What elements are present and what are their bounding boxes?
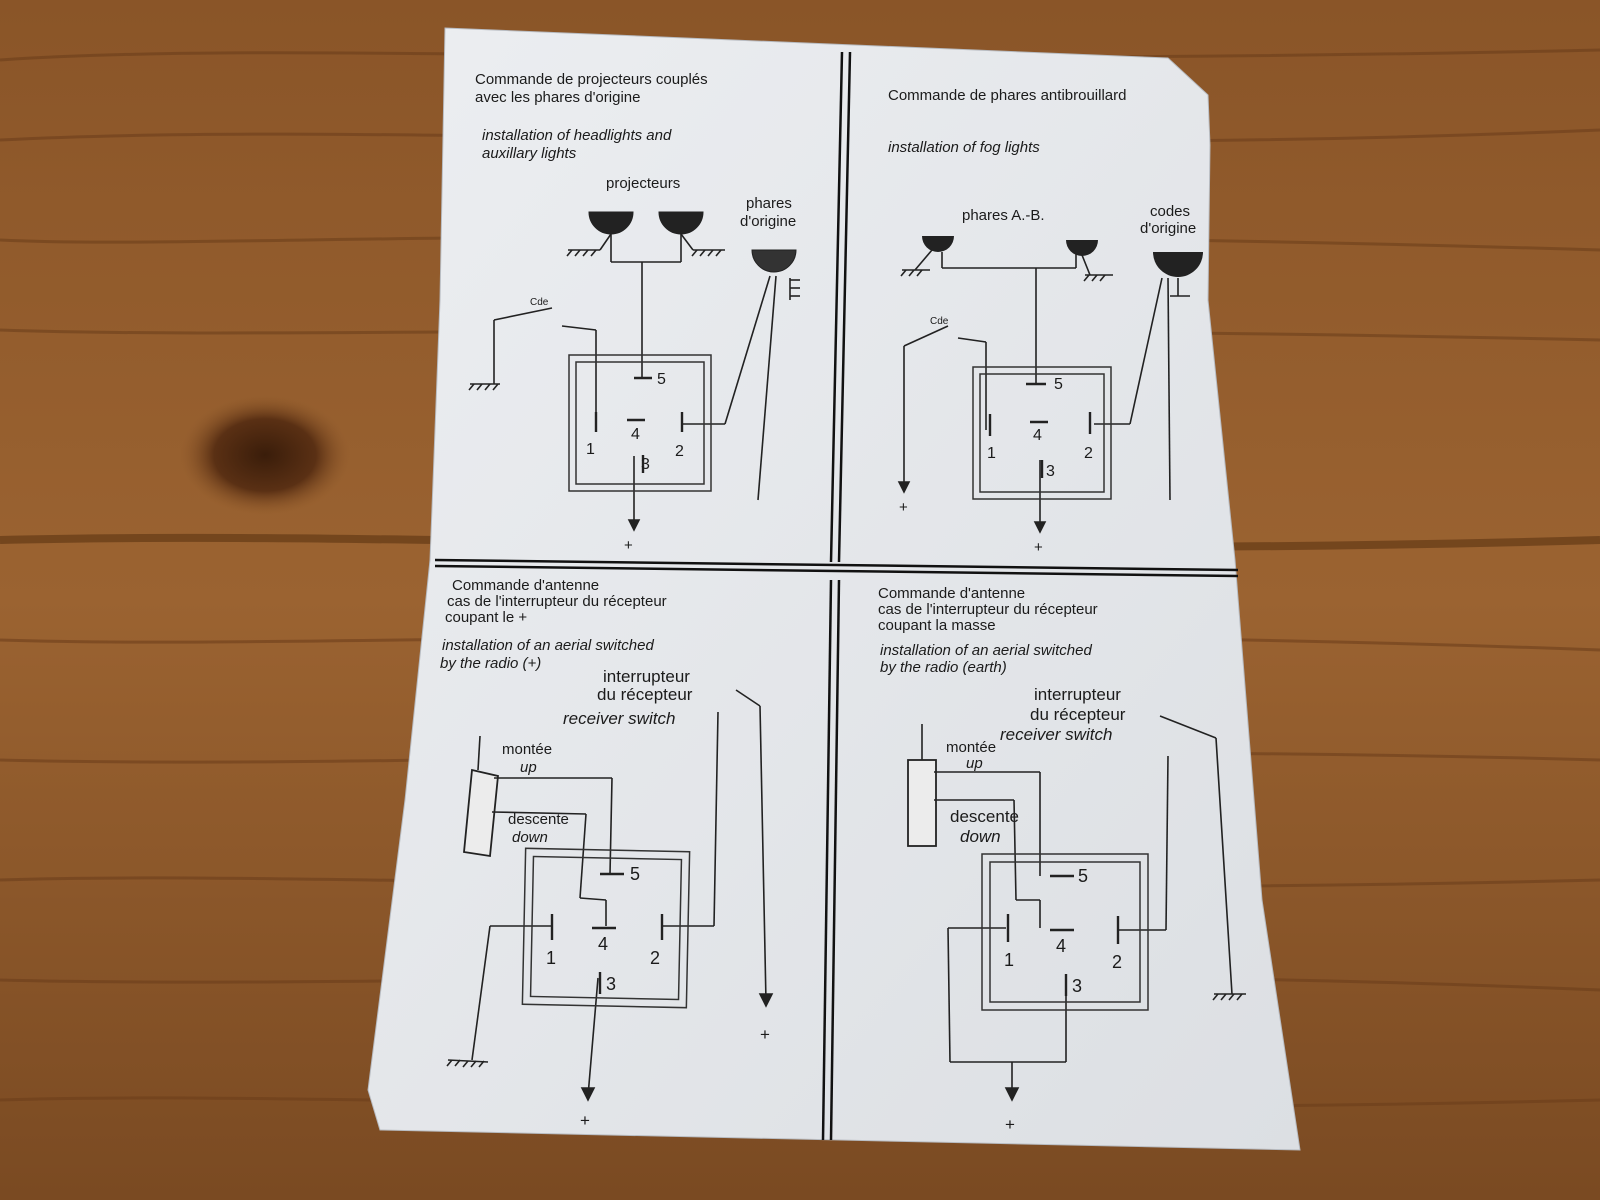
pin-1-label: 1 xyxy=(586,441,595,458)
receiver-switch-label: receiver switch xyxy=(563,709,675,728)
up-label: up xyxy=(520,759,537,776)
pin-4-label: 4 xyxy=(598,934,608,954)
interrupteur-label: interrupteur xyxy=(603,667,690,686)
panel-tl-title-en-1: installation of headlights and xyxy=(482,127,672,144)
codes-origine-label-1: codes xyxy=(1150,203,1190,220)
pin-1-label: 1 xyxy=(546,948,556,968)
pin-3-label: 3 xyxy=(1072,976,1082,996)
down-label: down xyxy=(960,827,1001,846)
panel-dividers xyxy=(434,51,1239,1141)
original-headlamp-icon xyxy=(751,249,797,273)
relay-pins xyxy=(988,382,1092,478)
relay-pins xyxy=(594,376,684,473)
panel-bl-title-fr-1: Commande d'antenne xyxy=(452,577,599,594)
relay-pins xyxy=(1006,874,1120,996)
pin-5-label: 5 xyxy=(657,371,666,388)
panel-tr-title-en: installation of fog lights xyxy=(888,139,1040,156)
br-wiring xyxy=(921,715,1246,1102)
panel-tr-title-fr: Commande de phares antibrouillard xyxy=(888,87,1126,104)
panel-br-title-en-2: by the radio (earth) xyxy=(880,659,1007,676)
projector-lamp-icon xyxy=(588,211,634,235)
wood-knot xyxy=(180,395,350,515)
plus-terminal-label: + xyxy=(624,537,633,554)
phares-ab-label: phares A.-B. xyxy=(962,207,1045,224)
aerial-motor-icon xyxy=(463,768,499,858)
relay-body xyxy=(575,361,705,485)
pin-1-label: 1 xyxy=(987,445,996,462)
pin-3-label: 3 xyxy=(1046,463,1055,480)
pin-5-label: 5 xyxy=(1054,376,1063,393)
panel-aerial-plus: Commande d'antenne cas de l'interrupteur… xyxy=(440,577,774,1130)
interrupteur-label: interrupteur xyxy=(1034,685,1121,704)
panel-br-title-fr-1: Commande d'antenne xyxy=(878,585,1025,602)
panel-tl-title-fr-2: avec les phares d'origine xyxy=(475,89,640,106)
pin-5-label: 5 xyxy=(630,864,640,884)
panel-bl-title-en-2: by the radio (+) xyxy=(440,655,541,672)
receiver-switch-label: receiver switch xyxy=(1000,725,1112,744)
panel-br-title-fr-2: cas de l'interrupteur du récepteur xyxy=(878,601,1098,618)
pin-5-label: 5 xyxy=(1078,866,1088,886)
paper-sheet xyxy=(367,27,1301,1151)
fog-lamp-icon xyxy=(922,236,954,252)
tl-wiring xyxy=(468,234,777,532)
du-recepteur-label: du récepteur xyxy=(597,685,693,704)
montee-label: montée xyxy=(946,739,996,756)
panel-fog-lights: Commande de phares antibrouillard instal… xyxy=(888,87,1203,556)
plus-terminal-label: + xyxy=(1034,539,1043,556)
descente-label: descente xyxy=(950,807,1019,826)
plus-terminal-label: + xyxy=(760,1025,770,1044)
projecteurs-label: projecteurs xyxy=(606,175,680,192)
panel-headlights: Commande de projecteurs couplés avec les… xyxy=(468,71,800,554)
montee-label: montée xyxy=(502,741,552,758)
pin-4-label: 4 xyxy=(1033,427,1042,444)
panel-br-title-fr-3: coupant la masse xyxy=(878,617,996,634)
panel-bl-title-fr-3: coupant le + xyxy=(445,609,527,626)
aerial-motor-icon xyxy=(907,759,937,847)
relay-body xyxy=(989,861,1141,1003)
tr-wiring xyxy=(897,249,1190,534)
pin-1-label: 1 xyxy=(1004,950,1014,970)
projector-lamp-icon xyxy=(658,211,704,235)
phares-origine-label-2: d'origine xyxy=(740,213,796,230)
panel-tl-title-en-2: auxillary lights xyxy=(482,145,577,162)
relay-body-inner xyxy=(981,853,1149,1011)
pin-2-label: 2 xyxy=(1112,952,1122,972)
panel-bl-title-en-1: installation of an aerial switched xyxy=(442,637,654,654)
pin-2-label: 2 xyxy=(675,443,684,460)
relay-pins xyxy=(550,872,664,994)
bl-wiring xyxy=(446,689,774,1102)
plus-terminal-label: + xyxy=(580,1111,590,1130)
original-low-beam-icon xyxy=(1153,252,1203,277)
plus-terminal-label: + xyxy=(1005,1115,1015,1134)
du-recepteur-label: du récepteur xyxy=(1030,705,1126,724)
pin-3-label: 3 xyxy=(606,974,616,994)
relay-body xyxy=(529,855,683,1001)
relay-body xyxy=(979,373,1105,493)
ground-symbol-icon xyxy=(566,233,800,300)
relay-body-inner xyxy=(972,366,1112,500)
switch-cde-label: Cde xyxy=(530,297,549,308)
relay-body-inner xyxy=(568,354,712,492)
pin-4-label: 4 xyxy=(1056,936,1066,956)
codes-origine-label-2: d'origine xyxy=(1140,220,1196,237)
pin-4-label: 4 xyxy=(631,426,640,443)
panel-aerial-earth: Commande d'antenne cas de l'interrupteur… xyxy=(878,585,1246,1134)
down-label: down xyxy=(512,829,548,846)
pin-2-label: 2 xyxy=(650,948,660,968)
panel-bl-title-fr-2: cas de l'interrupteur du récepteur xyxy=(447,593,667,610)
descente-label: descente xyxy=(508,811,569,828)
phares-origine-label-1: phares xyxy=(746,195,792,212)
switch-cde-label: Cde xyxy=(930,316,949,327)
relay-body-inner xyxy=(521,847,691,1009)
panel-tl-title-fr-1: Commande de projecteurs couplés xyxy=(475,71,708,88)
pin-3-label: 3 xyxy=(641,456,650,473)
panel-br-title-en-1: installation of an aerial switched xyxy=(880,642,1092,659)
up-label: up xyxy=(966,755,983,772)
fog-lamp-icon xyxy=(1066,240,1098,256)
pin-2-label: 2 xyxy=(1084,445,1093,462)
plus-terminal-label: + xyxy=(899,499,908,516)
